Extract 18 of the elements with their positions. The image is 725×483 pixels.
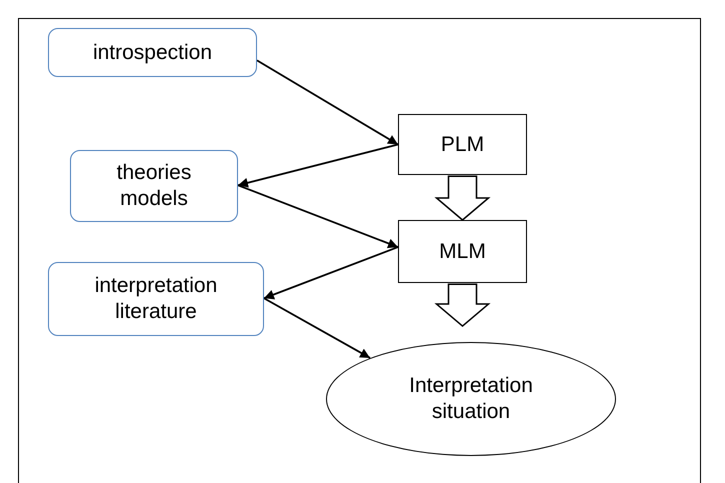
node-label: PLM <box>440 132 486 158</box>
node-label: MLM <box>438 238 487 264</box>
node-label: interpretation literature <box>94 273 218 325</box>
rounded-box <box>48 262 264 336</box>
arrow <box>264 246 398 300</box>
process-box <box>398 220 527 283</box>
arrow <box>256 60 398 146</box>
arrow <box>264 297 371 359</box>
rounded-box <box>48 28 257 77</box>
block-arrow <box>434 284 491 328</box>
block-arrow <box>434 175 491 221</box>
arrow <box>238 144 398 188</box>
arrow <box>238 184 398 248</box>
rounded-box <box>70 150 238 222</box>
node-label: introspection <box>92 40 214 66</box>
node-label: theories models <box>116 160 192 212</box>
node-label: Interpretation situation <box>408 373 534 425</box>
process-box <box>398 114 527 175</box>
